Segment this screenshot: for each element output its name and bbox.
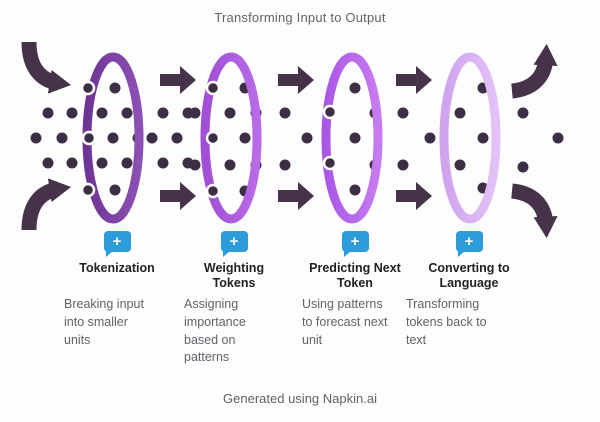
token-dot (424, 132, 436, 144)
diagram-title: Transforming Input to Output (214, 10, 386, 25)
stage-predicting-next-token: + Predicting Next Token Using patterns t… (302, 231, 408, 349)
token-dot (42, 107, 54, 119)
token-dot (349, 82, 361, 94)
attribution-text: Generated using Napkin.ai (223, 391, 377, 406)
token-dot (30, 132, 42, 144)
highlighted-token-dots (80, 80, 338, 199)
token-dot (121, 107, 133, 119)
highlighted-token-dot (205, 130, 221, 146)
highlighted-token-dot (322, 155, 338, 171)
token-dot (279, 107, 291, 119)
entry-arrows (21, 41, 72, 231)
ring-predicting-next-token (321, 52, 383, 224)
stage-label: Converting to Language (428, 261, 510, 291)
highlighted-token-dot (322, 104, 338, 120)
ring-converting-to-language (439, 52, 501, 224)
token-dot (96, 107, 108, 119)
token-dot (301, 132, 313, 144)
stage-description: Assigning importance based on patterns (184, 297, 246, 365)
token-dot (189, 159, 201, 171)
stage-description: Using patterns to forecast next unit (302, 297, 388, 347)
token-dot (224, 159, 236, 171)
entry-arrow-top-icon (21, 41, 72, 94)
plus-bubble-icon[interactable]: + (341, 231, 369, 257)
stage-description: Breaking input into smaller units (64, 297, 144, 347)
token-dot (189, 107, 201, 119)
token-dot (56, 132, 68, 144)
stage-label: Weighting Tokens (203, 261, 265, 291)
highlighted-token-dot (80, 182, 96, 198)
highlighted-token-dot (80, 80, 96, 96)
token-dot (224, 107, 236, 119)
plus-bubble-icon[interactable]: + (220, 231, 248, 257)
token-dot (517, 107, 529, 119)
token-dot (454, 159, 466, 171)
token-dot (397, 107, 409, 119)
stage-label: Predicting Next Token (309, 261, 401, 291)
token-dot (109, 184, 121, 196)
token-dot (552, 132, 564, 144)
right-arrow-icon (278, 66, 314, 94)
token-dot (109, 82, 121, 94)
token-dot (397, 159, 409, 171)
token-dot (454, 107, 466, 119)
stage-description: Transforming tokens back to text (406, 297, 487, 347)
token-dot (66, 107, 78, 119)
right-arrow-icon (396, 182, 432, 210)
stage-rings (82, 52, 501, 224)
token-dot (517, 161, 529, 173)
token-dot (66, 157, 78, 169)
exit-arrow-top-icon (510, 43, 558, 99)
token-dot (146, 132, 158, 144)
highlighted-token-dot (205, 80, 221, 96)
token-dot (477, 132, 489, 144)
token-dot (349, 184, 361, 196)
token-dot (239, 132, 251, 144)
flow-arrows (160, 66, 432, 210)
plus-bubble-icon[interactable]: + (455, 231, 483, 257)
token-dot (157, 107, 169, 119)
right-arrow-icon (396, 66, 432, 94)
highlighted-token-dot (81, 130, 97, 146)
exit-arrows (510, 43, 558, 239)
token-dot (279, 159, 291, 171)
stage-label: Tokenization (79, 261, 155, 275)
exit-arrow-bottom-icon (510, 183, 558, 239)
right-arrow-icon (278, 182, 314, 210)
token-dot (349, 132, 361, 144)
right-arrow-icon (160, 66, 196, 94)
token-dot (121, 157, 133, 169)
stage-tokenization: + Tokenization Breaking input into small… (64, 231, 170, 349)
token-dot (171, 132, 183, 144)
highlighted-token-dot (205, 183, 221, 199)
token-dots (30, 82, 564, 197)
stage-converting-to-language: + Converting to Language Transforming to… (406, 231, 532, 349)
stage-weighting-tokens: + Weighting Tokens Assigning importance … (184, 231, 284, 367)
ring-weighting-tokens (200, 52, 262, 224)
token-dot (42, 157, 54, 169)
right-arrow-icon (160, 182, 196, 210)
token-dot (107, 132, 119, 144)
token-dot (157, 157, 169, 169)
token-dot (96, 157, 108, 169)
entry-arrow-bottom-icon (21, 178, 72, 231)
plus-bubble-icon[interactable]: + (103, 231, 131, 257)
